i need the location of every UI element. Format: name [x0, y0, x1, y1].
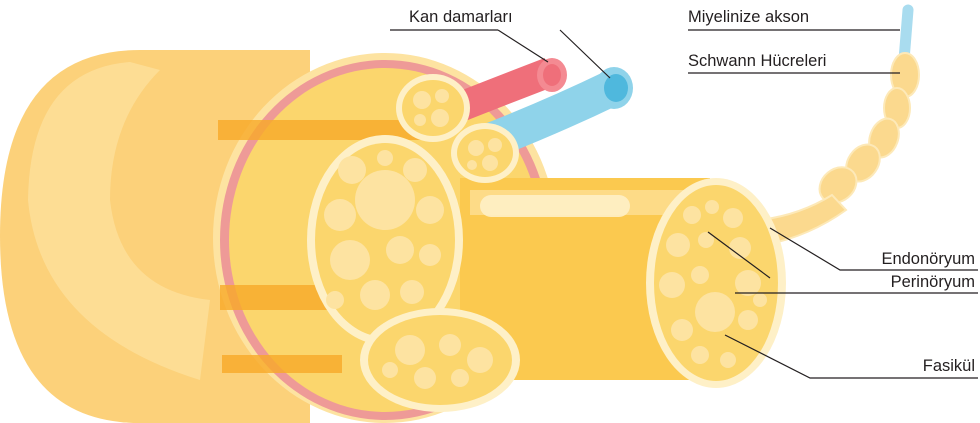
- label-endoneurium: Endonöryum: [881, 250, 975, 268]
- label-fascicle: Fasikül: [923, 357, 975, 375]
- fascicle-bottom: [360, 308, 520, 412]
- schwann-cells: [760, 53, 919, 245]
- label-perineurium: Perinöryum: [891, 273, 975, 291]
- fascicle-top: [396, 74, 470, 142]
- label-schwann-cells: Schwann Hücreleri: [688, 52, 826, 70]
- fascicle-end: [646, 178, 786, 388]
- label-myelinated-axon: Miyelinize akson: [688, 8, 809, 26]
- label-blood-vessels: Kan damarları: [409, 8, 513, 26]
- fascicle-small: [451, 123, 519, 183]
